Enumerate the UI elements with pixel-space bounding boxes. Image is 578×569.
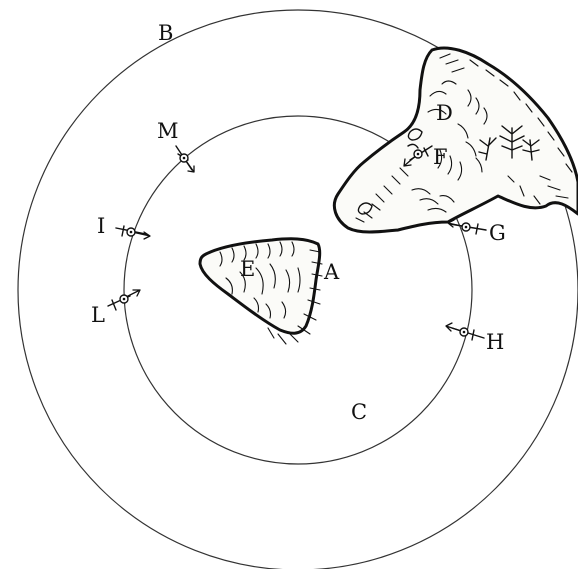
instrument-i	[116, 226, 150, 239]
label-c: C	[351, 400, 367, 424]
instrument-g	[448, 220, 486, 234]
label-m: M	[157, 119, 179, 143]
instrument-m	[176, 146, 194, 172]
label-b: B	[158, 21, 173, 45]
label-d: D	[436, 101, 453, 125]
label-h: H	[486, 330, 504, 354]
label-l: L	[91, 303, 105, 327]
label-g: G	[489, 221, 506, 245]
label-f: F	[433, 145, 448, 169]
landmass-d	[334, 48, 578, 232]
label-e: E	[240, 257, 255, 281]
island-e	[200, 239, 322, 344]
label-i: I	[97, 214, 105, 238]
label-a: A	[323, 260, 340, 284]
